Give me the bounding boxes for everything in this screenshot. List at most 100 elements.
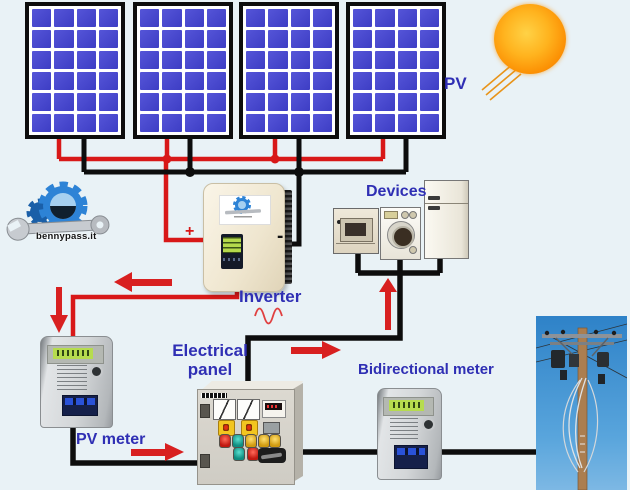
lcd-module	[263, 422, 280, 434]
meter-lcd	[388, 400, 425, 411]
solar-cell	[419, 72, 439, 90]
devices-label: Devices	[366, 183, 427, 200]
inverter-lcd-screen	[223, 237, 241, 253]
solar-cell	[397, 114, 417, 132]
solar-cell	[54, 93, 74, 111]
solar-cell	[375, 51, 395, 69]
solar-cell	[375, 9, 395, 27]
meter-lcd	[53, 348, 94, 359]
solar-cell	[162, 93, 182, 111]
main-breaker-handle	[258, 448, 286, 463]
solar-cell	[76, 51, 96, 69]
solar-cell	[353, 72, 373, 90]
logo-text: bennypass.it	[36, 231, 97, 242]
solar-cell	[312, 30, 332, 48]
solar-cell	[54, 30, 74, 48]
solar-cell	[375, 114, 395, 132]
solar-cell	[32, 93, 52, 111]
electrical-panel	[197, 389, 295, 485]
stove-knobs	[337, 211, 375, 224]
solar-cell	[98, 93, 118, 111]
inverter	[203, 183, 285, 292]
solar-cell	[162, 51, 182, 69]
fridge-handle	[428, 196, 440, 200]
solar-cell	[375, 72, 395, 90]
solar-cell	[246, 51, 266, 69]
solar-cell	[375, 93, 395, 111]
ac-sine-icon	[254, 307, 283, 325]
solar-cell	[246, 93, 266, 111]
solar-cell	[353, 51, 373, 69]
solar-cell	[76, 93, 96, 111]
analog-meter	[237, 399, 260, 420]
solar-cell	[206, 93, 226, 111]
solar-cell	[76, 9, 96, 27]
solar-cell	[184, 30, 204, 48]
electrical-panel-label: Electrical panel	[172, 341, 248, 379]
solar-cell	[140, 30, 160, 48]
solar-cell	[375, 30, 395, 48]
pv-meter-label: PV meter	[76, 431, 146, 448]
pilot-light	[232, 434, 244, 448]
solar-cell	[206, 9, 226, 27]
wire-dc-positive	[56, 133, 386, 243]
solar-cell	[268, 9, 288, 27]
utility-pole-photo	[536, 316, 627, 490]
junction-dot-black	[185, 167, 195, 177]
solar-cell	[184, 93, 204, 111]
junction-dot-black	[294, 167, 304, 177]
washer-door	[387, 221, 415, 249]
solar-cell	[140, 51, 160, 69]
flow-arrow-right-icon	[291, 341, 341, 359]
solar-cell	[290, 114, 310, 132]
solar-cell	[76, 30, 96, 48]
solar-cell	[140, 72, 160, 90]
stove-oven-window	[340, 218, 373, 242]
washer-display	[384, 211, 398, 219]
bennypass-logo-icon	[6, 181, 110, 241]
solar-cell	[268, 72, 288, 90]
meter-terminals	[394, 445, 428, 469]
solar-cell	[98, 30, 118, 48]
solar-cell	[162, 72, 182, 90]
solar-cell	[419, 30, 439, 48]
solar-cell	[54, 51, 74, 69]
solar-cell	[98, 9, 118, 27]
meter-sensor	[90, 365, 103, 378]
dc-positive-label: +	[185, 223, 195, 240]
solar-cell	[290, 51, 310, 69]
flow-arrow-down-icon	[50, 287, 68, 333]
solar-cell	[397, 51, 417, 69]
electrical-panel-top	[201, 381, 303, 390]
sun-rays-icon	[481, 63, 522, 101]
solar-cell	[54, 9, 74, 27]
electrical-panel-side	[293, 383, 303, 482]
solar-cell	[184, 72, 204, 90]
pilot-light	[269, 434, 281, 448]
junction-dot-red	[162, 154, 172, 164]
pilot-light	[233, 447, 245, 461]
meter-terminals	[62, 395, 98, 416]
solar-cell	[206, 51, 226, 69]
solar-cell	[246, 9, 266, 27]
solar-panel	[25, 2, 125, 139]
pilot-light	[219, 434, 231, 448]
digital-meter	[262, 400, 286, 418]
solar-panel	[133, 2, 233, 139]
stove-drawer	[336, 243, 375, 251]
solar-cell	[184, 9, 204, 27]
solar-cell	[76, 72, 96, 90]
junction-dot-red	[270, 154, 280, 164]
washing-machine	[380, 207, 421, 260]
solar-cell	[184, 114, 204, 132]
solar-cell	[268, 51, 288, 69]
wire-inverter-to-pvmeter	[70, 288, 240, 338]
solar-cell	[140, 9, 160, 27]
solar-cell	[397, 30, 417, 48]
solar-cell	[246, 114, 266, 132]
meter-sensor	[422, 418, 435, 431]
inverter-label: Inverter	[239, 287, 302, 306]
dc-negative-label: -	[277, 226, 284, 247]
